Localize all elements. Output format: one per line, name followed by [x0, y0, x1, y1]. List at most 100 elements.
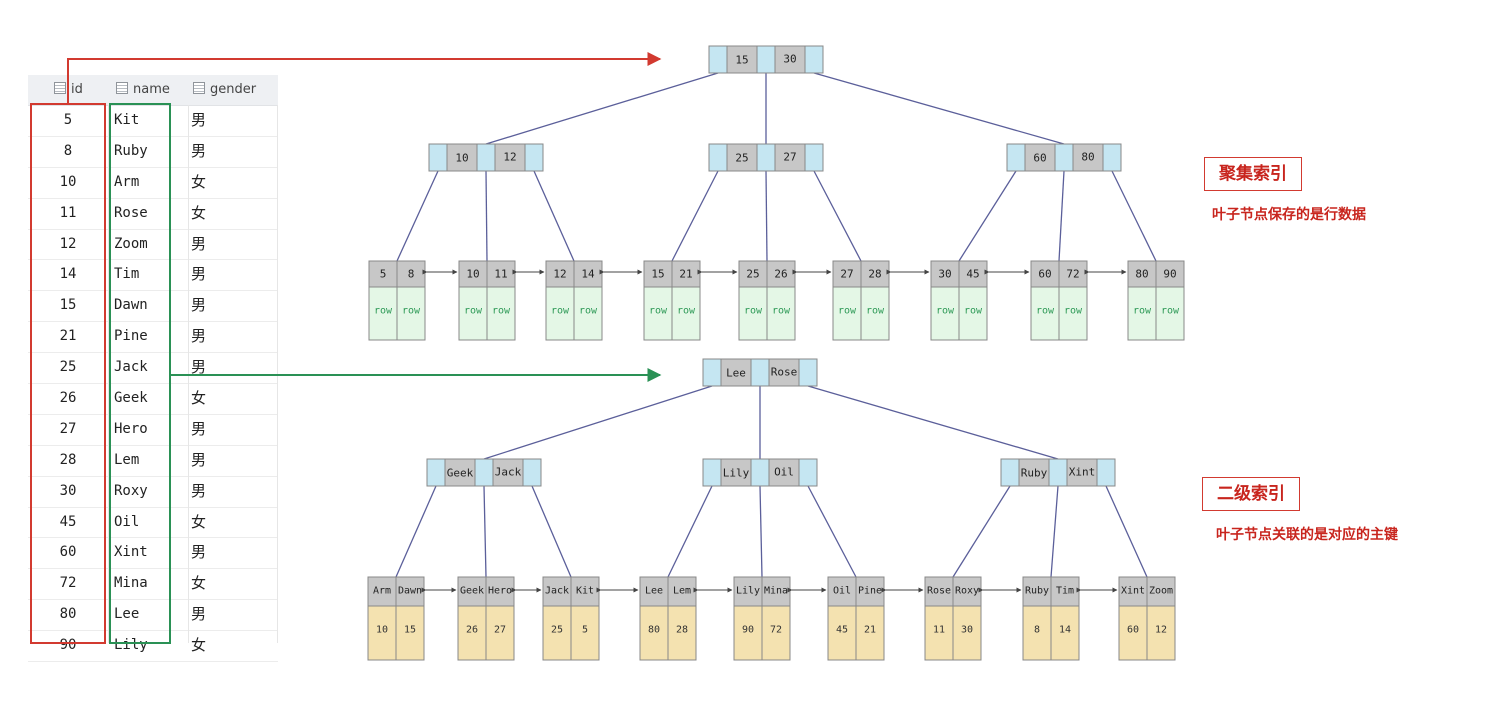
leaf-key-cell	[1155, 260, 1185, 288]
leaf-row-text: row	[866, 306, 885, 317]
cell-id: 45	[59, 513, 77, 530]
cell-gender: 男	[191, 358, 207, 377]
leaf-id-cell	[1118, 605, 1148, 661]
table-row[interactable]: 25 Jack 男	[28, 353, 278, 385]
cell-gender: 男	[191, 265, 207, 284]
leaf-key: Arm	[373, 586, 391, 597]
leaf-id-cell	[761, 605, 791, 661]
pointer-cell	[702, 358, 722, 387]
pointer-cell	[804, 45, 824, 74]
leaf-key: Jack	[545, 586, 569, 597]
pointer-cell	[756, 45, 776, 74]
pointer-cell	[756, 143, 776, 172]
tree-edge	[483, 385, 713, 460]
leaf-key-cell	[542, 576, 572, 607]
cell-gender: 男	[191, 111, 207, 129]
tree-edge	[759, 485, 763, 578]
cell-gender: 男	[191, 141, 207, 160]
leaf-key-cell	[1118, 576, 1148, 607]
node-key: Oil	[774, 466, 794, 479]
cell-id: 60	[59, 544, 77, 561]
leaf-key-cell	[667, 576, 697, 607]
cell-id: 72	[59, 575, 77, 592]
tree-edge	[396, 170, 439, 262]
leaf-key-cell	[545, 260, 575, 288]
column-header-id[interactable]: id	[54, 75, 83, 105]
tree-edge	[765, 170, 768, 262]
pointer-cell	[798, 458, 818, 487]
node-key: 10	[455, 152, 468, 165]
leaf-row-cell	[860, 286, 890, 341]
column-header-label: gender	[210, 82, 257, 97]
cell-id: 28	[59, 451, 77, 468]
leaf-key: 28	[868, 268, 881, 281]
key-cell	[720, 458, 752, 487]
leaf-row-text: row	[551, 306, 570, 317]
leaf-key: Ruby	[1025, 586, 1049, 597]
cell-name: Lee	[114, 606, 140, 623]
node-key: 80	[1081, 151, 1094, 164]
column-header-name[interactable]: name	[116, 75, 170, 105]
leaf-row-cell	[396, 286, 426, 341]
pointer-cell	[476, 143, 496, 172]
key-cell	[768, 358, 800, 387]
cell-id: 25	[59, 359, 77, 376]
leaf-key: Tim	[1056, 586, 1074, 597]
leaf-id-cell	[855, 605, 885, 661]
pointer-cell	[426, 458, 446, 487]
column-divider	[108, 105, 109, 643]
leaf-row-text: row	[374, 306, 393, 317]
table-header: id name gender	[28, 75, 278, 106]
clustered-internal-node[interactable]: 60 80	[1006, 143, 1122, 172]
column-header-gender[interactable]: gender	[193, 75, 256, 105]
leaf-row-cell	[738, 286, 768, 341]
node-key: 60	[1033, 152, 1046, 165]
key-cell	[774, 45, 806, 74]
cell-name: Jack	[114, 359, 148, 376]
leaf-key: Kit	[576, 586, 594, 597]
